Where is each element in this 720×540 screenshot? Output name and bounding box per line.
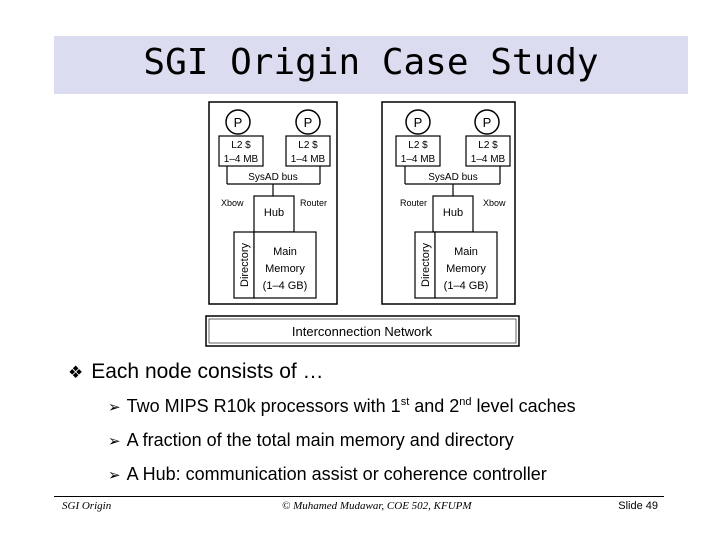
sub1-sup2: nd	[459, 396, 472, 408]
cache-left-2-line1: L2 $	[298, 140, 318, 151]
processor-right-1	[405, 109, 431, 135]
hub-left	[253, 195, 295, 233]
sub1-mid: and 2	[409, 396, 460, 416]
cache-right-2-line2: 1–4 MB	[471, 154, 506, 165]
processor-right-2-label: P	[483, 115, 492, 130]
node-frame-right	[381, 101, 516, 305]
sub-bullet-hub: ➢ A Hub: communication assist or coherenc…	[108, 464, 547, 485]
cache-left-1-line1: L2 $	[231, 140, 251, 151]
memory-right-line3: (1–4 GB)	[444, 280, 489, 292]
arrow-bullet-icon: ➢	[108, 433, 121, 450]
title-band: SGI Origin Case Study	[54, 36, 688, 94]
memory-left-line2: Memory	[265, 263, 305, 275]
memory-left-line3: (1–4 GB)	[263, 280, 308, 292]
node-frame-left	[208, 101, 338, 305]
directory-left-label: Directory	[239, 243, 251, 288]
diamond-bullet-icon: ❖	[68, 363, 84, 382]
footer-center: © Muhamed Mudawar, COE 502, KFUPM	[282, 500, 472, 512]
sub1-post: level caches	[471, 396, 576, 416]
processor-left-1	[225, 109, 251, 135]
sub-bullet-memory: ➢ A fraction of the total main memory and…	[108, 430, 514, 451]
hub-right	[432, 195, 474, 233]
sub3-text: A Hub: communication assist or coherence…	[126, 464, 547, 484]
cache-left-1	[218, 135, 264, 167]
interconnection-network	[205, 315, 520, 347]
cache-right-2	[465, 135, 511, 167]
arrow-bullet-icon: ➢	[108, 399, 121, 416]
hub-left-label: Hub	[264, 207, 284, 219]
xbow-left-label: Xbow	[221, 198, 244, 208]
memory-left	[253, 231, 317, 299]
memory-left-line1: Main	[273, 246, 297, 258]
interconnection-network-inner	[208, 318, 517, 344]
cache-left-2-line2: 1–4 MB	[291, 154, 326, 165]
xbow-right-label: Xbow	[483, 198, 506, 208]
footer-left: SGI Origin	[62, 500, 112, 512]
cache-left-1-line2: 1–4 MB	[224, 154, 259, 165]
processor-left-1-label: P	[234, 115, 243, 130]
cache-right-1-line2: 1–4 MB	[401, 154, 436, 165]
router-right-label: Router	[400, 198, 427, 208]
memory-right	[434, 231, 498, 299]
sub1-pre: Two MIPS R10k processors with 1	[126, 396, 401, 416]
processor-left-2	[295, 109, 321, 135]
cache-left-2	[285, 135, 331, 167]
interconnection-network-label: Interconnection Network	[292, 324, 433, 339]
cache-right-2-line1: L2 $	[478, 140, 498, 151]
bullet-main-text: Each node consists of …	[91, 360, 324, 383]
origin-node-diagram: P P L2 $ 1–4 MB L2 $ 1–4 MB SysAD bus Hu…	[205, 101, 520, 347]
hub-right-label: Hub	[443, 207, 463, 219]
footer-divider	[54, 496, 664, 497]
processor-right-2	[474, 109, 500, 135]
router-left-label: Router	[300, 198, 327, 208]
slide-number: Slide 49	[618, 500, 658, 512]
memory-right-line2: Memory	[446, 263, 486, 275]
bus-left-label: SysAD bus	[248, 172, 297, 183]
memory-right-line1: Main	[454, 246, 478, 258]
cache-right-1-line1: L2 $	[408, 140, 428, 151]
directory-right-label: Directory	[420, 243, 432, 288]
bus-right-label: SysAD bus	[428, 172, 477, 183]
sub1-sup1: st	[400, 396, 410, 408]
processor-left-2-label: P	[304, 115, 313, 130]
slide-title: SGI Origin Case Study	[143, 42, 599, 83]
processor-right-1-label: P	[414, 115, 423, 130]
sub-bullet-processors: ➢ Two MIPS R10k processors with 1st and 2…	[108, 396, 576, 417]
arrow-bullet-icon: ➢	[108, 467, 121, 484]
bullet-node-composition: ❖ Each node consists of …	[68, 360, 324, 384]
cache-right-1	[395, 135, 441, 167]
sub2-text: A fraction of the total main memory and …	[126, 430, 514, 450]
